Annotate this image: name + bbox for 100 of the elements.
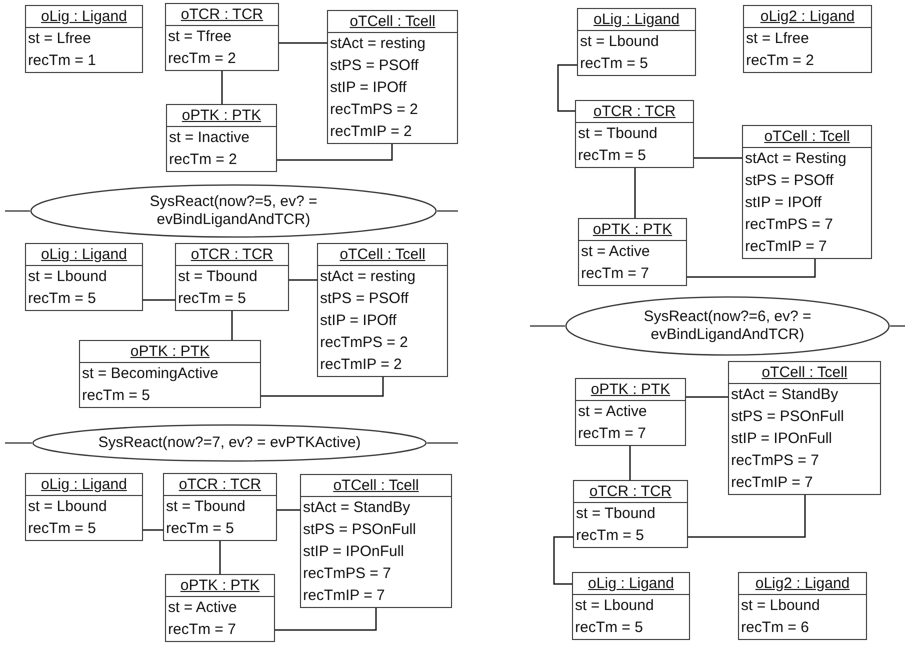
object-box bbox=[572, 572, 690, 640]
attribute-value: recTm = 2 bbox=[167, 49, 237, 69]
attribute-value: recTmIP = 7 bbox=[302, 586, 386, 606]
attribute-value: st = Active bbox=[580, 242, 651, 262]
object-name: oTCell : Tcell bbox=[318, 244, 447, 266]
object-name: oLig : Ligand bbox=[26, 244, 142, 266]
object-box bbox=[577, 8, 696, 76]
object-name: oTCR : TCR bbox=[164, 474, 276, 496]
event-ellipse bbox=[565, 296, 890, 356]
event-label: SysReact(now?=7, ev? = evPTKActive) bbox=[97, 434, 362, 452]
association-line bbox=[143, 529, 163, 531]
object-name: oPTK : PTK bbox=[579, 219, 686, 241]
object-box bbox=[738, 572, 867, 640]
object-name: oTCell : Tcell bbox=[743, 126, 871, 148]
object-box bbox=[163, 473, 277, 541]
attribute-value: st = Tbound bbox=[577, 124, 658, 144]
attribute-value: stIP = IPOnFull bbox=[730, 429, 834, 449]
attribute-value: recTm = 2 bbox=[168, 150, 238, 170]
association-line bbox=[694, 157, 742, 159]
object-box bbox=[575, 378, 686, 446]
attribute-value: st = Inactive bbox=[168, 128, 250, 148]
attribute-value: recTm = 7 bbox=[577, 424, 647, 444]
object-box bbox=[578, 218, 687, 286]
attribute-value: stAct = StandBy bbox=[302, 498, 412, 518]
attribute-value: recTm = 5 bbox=[81, 386, 151, 406]
object-name: oPTK : PTK bbox=[80, 341, 260, 363]
attribute-value: st = Lbound bbox=[579, 32, 660, 52]
attribute-value: stPS = PSOff bbox=[319, 289, 410, 309]
attribute-value: recTmIP = 7 bbox=[744, 237, 828, 257]
attribute-value: st = Tfree bbox=[167, 27, 233, 47]
object-name: oLig2 : Ligand bbox=[739, 573, 866, 595]
attribute-value: recTmPS = 7 bbox=[744, 215, 834, 235]
attribute-value: st = Lbound bbox=[740, 596, 821, 616]
object-name: oTCell : Tcell bbox=[301, 475, 451, 497]
attribute-value: stPS = PSOnFull bbox=[730, 407, 845, 427]
object-name: oLig : Ligand bbox=[573, 573, 689, 595]
attribute-value: stAct = resting bbox=[319, 267, 416, 287]
association-line bbox=[277, 144, 393, 161]
attribute-value: recTm = 5 bbox=[575, 526, 645, 546]
object-box bbox=[166, 104, 277, 172]
attribute-value: st = Lbound bbox=[27, 497, 108, 517]
attribute-value: recTm = 5 bbox=[577, 146, 647, 166]
object-name: oTCR : TCR bbox=[166, 4, 278, 26]
attribute-value: stIP = IPOnFull bbox=[302, 542, 406, 562]
association-line bbox=[231, 311, 233, 340]
association-line bbox=[143, 299, 175, 301]
object-box bbox=[742, 125, 872, 259]
attribute-value: st = Lfree bbox=[27, 29, 92, 49]
object-name: oLig2 : Ligand bbox=[744, 6, 871, 28]
attribute-value: recTmPS = 2 bbox=[329, 100, 419, 120]
attribute-value: st = Tbound bbox=[575, 504, 656, 524]
association-line bbox=[557, 64, 577, 112]
object-name: oLig : Ligand bbox=[578, 9, 695, 31]
attribute-value: stIP = IPOff bbox=[744, 193, 823, 213]
object-name: oTCR : TCR bbox=[576, 101, 693, 123]
association-line bbox=[686, 396, 728, 398]
attribute-value: stIP = IPOff bbox=[319, 311, 398, 331]
attribute-value: recTmPS = 7 bbox=[302, 564, 392, 584]
event-label: SysReact(now?=6, ev? = evBindLigandAndTCR) bbox=[642, 308, 812, 344]
attribute-value: stPS = PSOff bbox=[329, 56, 420, 76]
object-box bbox=[300, 474, 452, 608]
attribute-value: st = Tbound bbox=[165, 497, 246, 517]
association-line bbox=[275, 608, 377, 631]
object-name: oLig : Ligand bbox=[26, 474, 142, 496]
association-line bbox=[261, 377, 384, 397]
attribute-value: recTm = 5 bbox=[574, 618, 644, 638]
attribute-value: recTm = 5 bbox=[177, 289, 247, 309]
attribute-value: recTmPS = 2 bbox=[319, 333, 409, 353]
attribute-value: recTmPS = 7 bbox=[730, 451, 820, 471]
association-line bbox=[634, 168, 636, 218]
object-box bbox=[165, 574, 275, 642]
attribute-value: recTm = 6 bbox=[740, 618, 810, 638]
object-box bbox=[25, 243, 143, 311]
object-name: oTCell : Tcell bbox=[729, 362, 880, 384]
association-line bbox=[289, 279, 317, 281]
object-name: oTCR : TCR bbox=[574, 481, 687, 503]
attribute-value: stPS = PSOnFull bbox=[302, 520, 417, 540]
object-box bbox=[165, 3, 279, 71]
object-box bbox=[79, 340, 261, 408]
event-label: SysReact(now?=5, ev? = evBindLigandAndTCR) bbox=[148, 193, 318, 229]
attribute-value: recTm = 5 bbox=[579, 54, 649, 74]
attribute-value: recTm = 5 bbox=[27, 289, 97, 309]
attribute-value: recTm = 2 bbox=[745, 51, 815, 71]
attribute-value: st = BecomingActive bbox=[81, 364, 220, 384]
attribute-value: st = Active bbox=[167, 598, 238, 618]
object-box bbox=[573, 480, 688, 548]
event-ellipse bbox=[30, 184, 437, 238]
association-line bbox=[553, 536, 573, 585]
object-box bbox=[25, 5, 143, 73]
attribute-value: stAct = resting bbox=[329, 34, 426, 54]
attribute-value: st = Active bbox=[577, 402, 648, 422]
object-name: oPTK : PTK bbox=[576, 379, 685, 401]
object-box bbox=[728, 361, 881, 495]
attribute-value: recTm = 5 bbox=[27, 519, 97, 539]
association-line bbox=[277, 509, 300, 511]
object-box bbox=[25, 473, 143, 541]
attribute-value: recTm = 5 bbox=[165, 519, 235, 539]
attribute-value: recTmIP = 2 bbox=[319, 355, 403, 375]
object-box bbox=[327, 10, 458, 144]
attribute-value: stPS = PSOff bbox=[744, 171, 835, 191]
